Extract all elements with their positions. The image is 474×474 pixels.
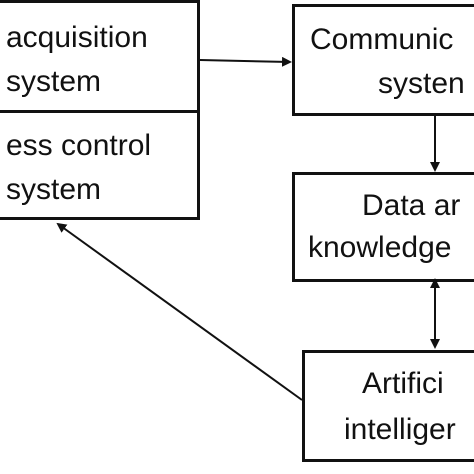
data-knowledge-label-line2: knowledge (308, 231, 452, 264)
process-control-label-line2: system (6, 173, 102, 206)
arrow-acquisition-to-communication (199, 56, 292, 67)
communication-label-line2: systen (378, 67, 465, 100)
communication-label-line1: Communic (310, 23, 454, 56)
acquisition-label-line1: acquisition (6, 21, 148, 54)
process-control-label-line1: ess control (6, 129, 152, 162)
artificial-intelligence-box (302, 350, 474, 462)
process-control-system-box (0, 110, 200, 220)
artificial-intelligence-label-line2: intelliger (344, 413, 456, 446)
communication-system-box (292, 4, 474, 116)
data-knowledge-box (292, 172, 474, 282)
arrow-ai-to-process-control (56, 222, 303, 401)
acquisition-label-line2: system (6, 65, 102, 98)
artificial-intelligence-label-line1: Artifici (362, 367, 444, 400)
acquisition-system-box (0, 0, 200, 113)
data-knowledge-label-line1: Data ar (362, 189, 461, 222)
